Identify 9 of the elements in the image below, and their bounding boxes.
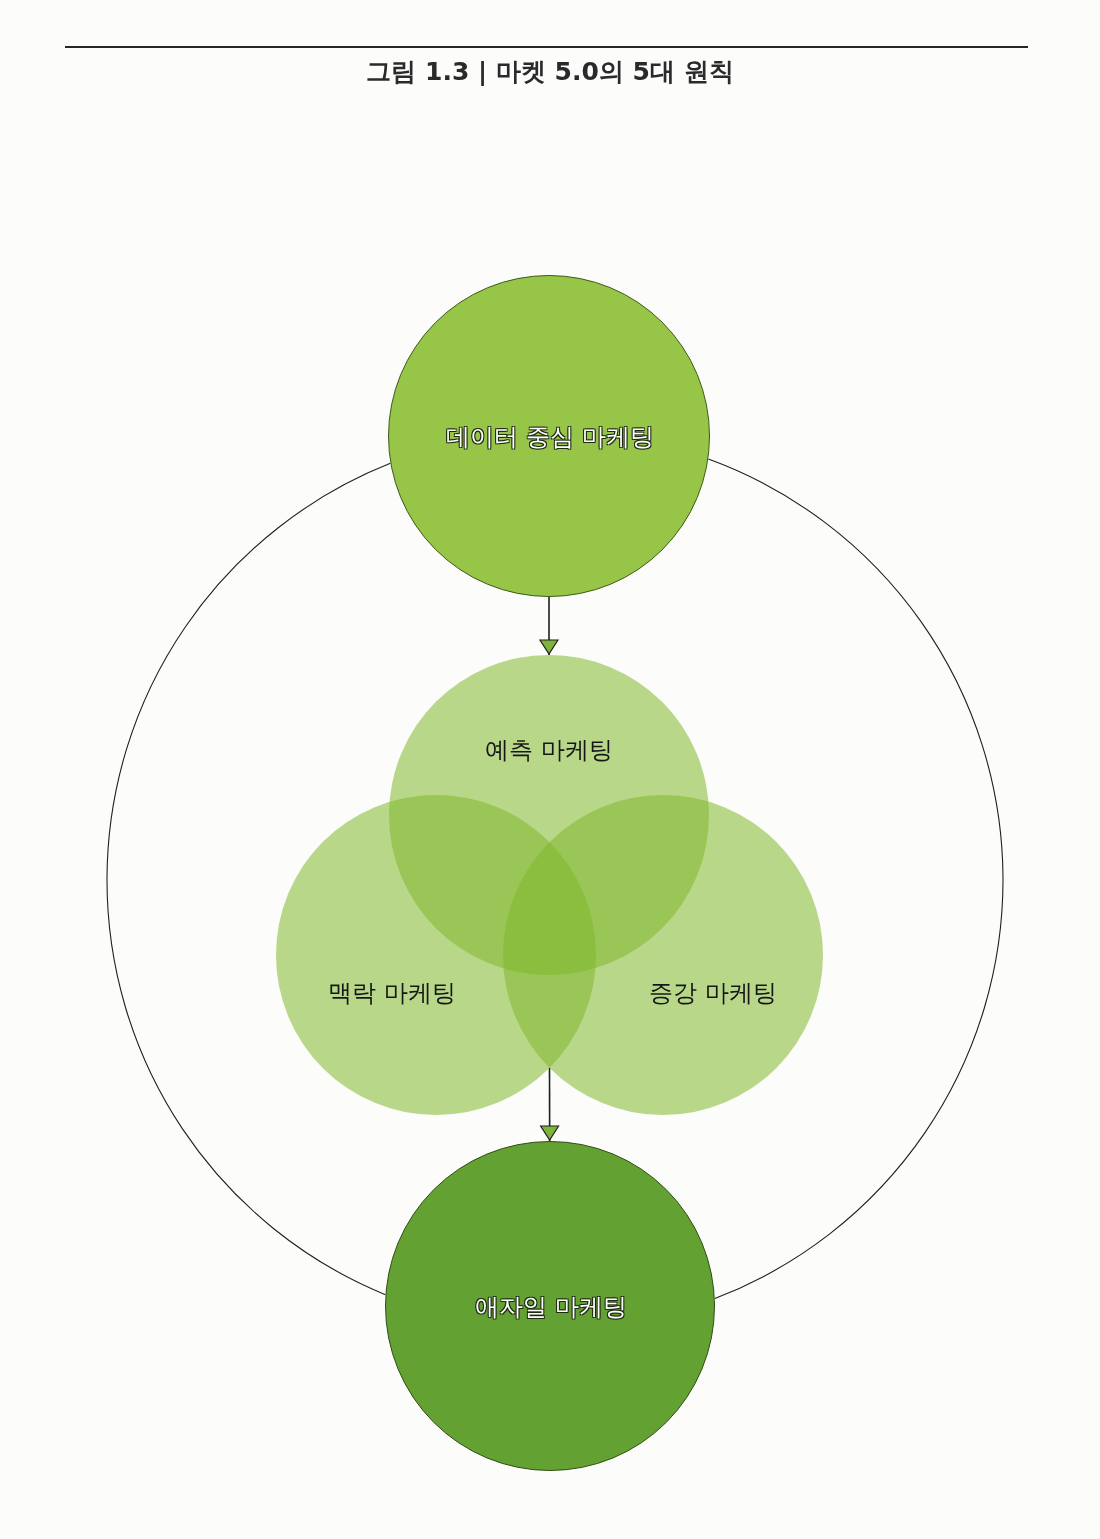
node-label: 예측 마케팅 bbox=[485, 738, 613, 762]
node-label: 맥락 마케팅 bbox=[328, 981, 456, 1005]
node-label: 증강 마케팅 bbox=[649, 981, 777, 1005]
ring-arc bbox=[107, 462, 391, 1296]
node-label: 데이터 중심 마케팅 bbox=[446, 425, 654, 449]
node-label: 애자일 마케팅 bbox=[475, 1295, 627, 1319]
arrow bbox=[540, 1066, 560, 1142]
arrow bbox=[539, 596, 559, 656]
figure-title: 그림 1.3 | 마켓 5.0의 5대 원칙 bbox=[366, 56, 734, 88]
